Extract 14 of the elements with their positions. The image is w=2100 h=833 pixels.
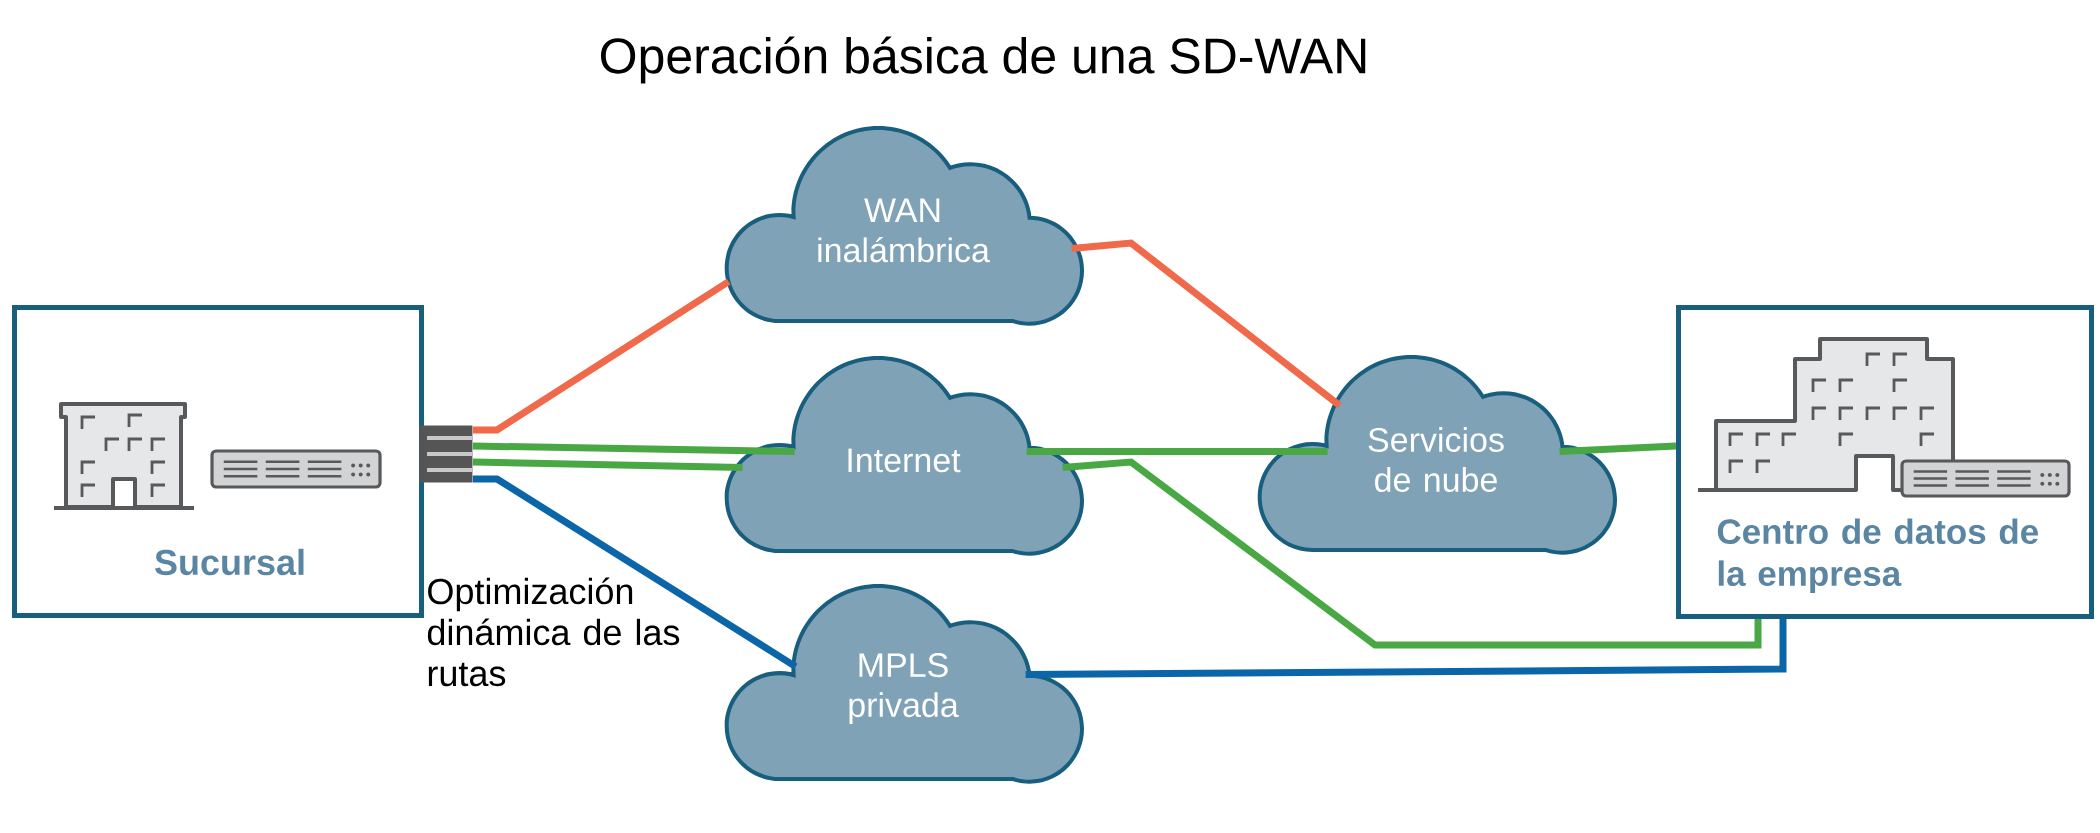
link-line [472, 278, 731, 434]
link-line [472, 475, 798, 670]
port-block [419, 425, 473, 483]
title: Operación básica de una SD-WAN [601, 36, 1366, 84]
cloud: Servicios de nube [1257, 355, 1617, 555]
link-line [1062, 458, 1762, 649]
link-line [1559, 442, 1677, 456]
site-box: Centro de datos de la empresa [1676, 305, 2094, 619]
link-line [1071, 239, 1342, 409]
cloud: MPLS privada [724, 584, 1084, 784]
cloud: Internet [724, 356, 1084, 556]
cloud: WAN inalámbrica [724, 126, 1084, 326]
annotation: Optimización dinámica de las rutas [427, 577, 680, 687]
site-box: Sucursal [12, 305, 424, 618]
